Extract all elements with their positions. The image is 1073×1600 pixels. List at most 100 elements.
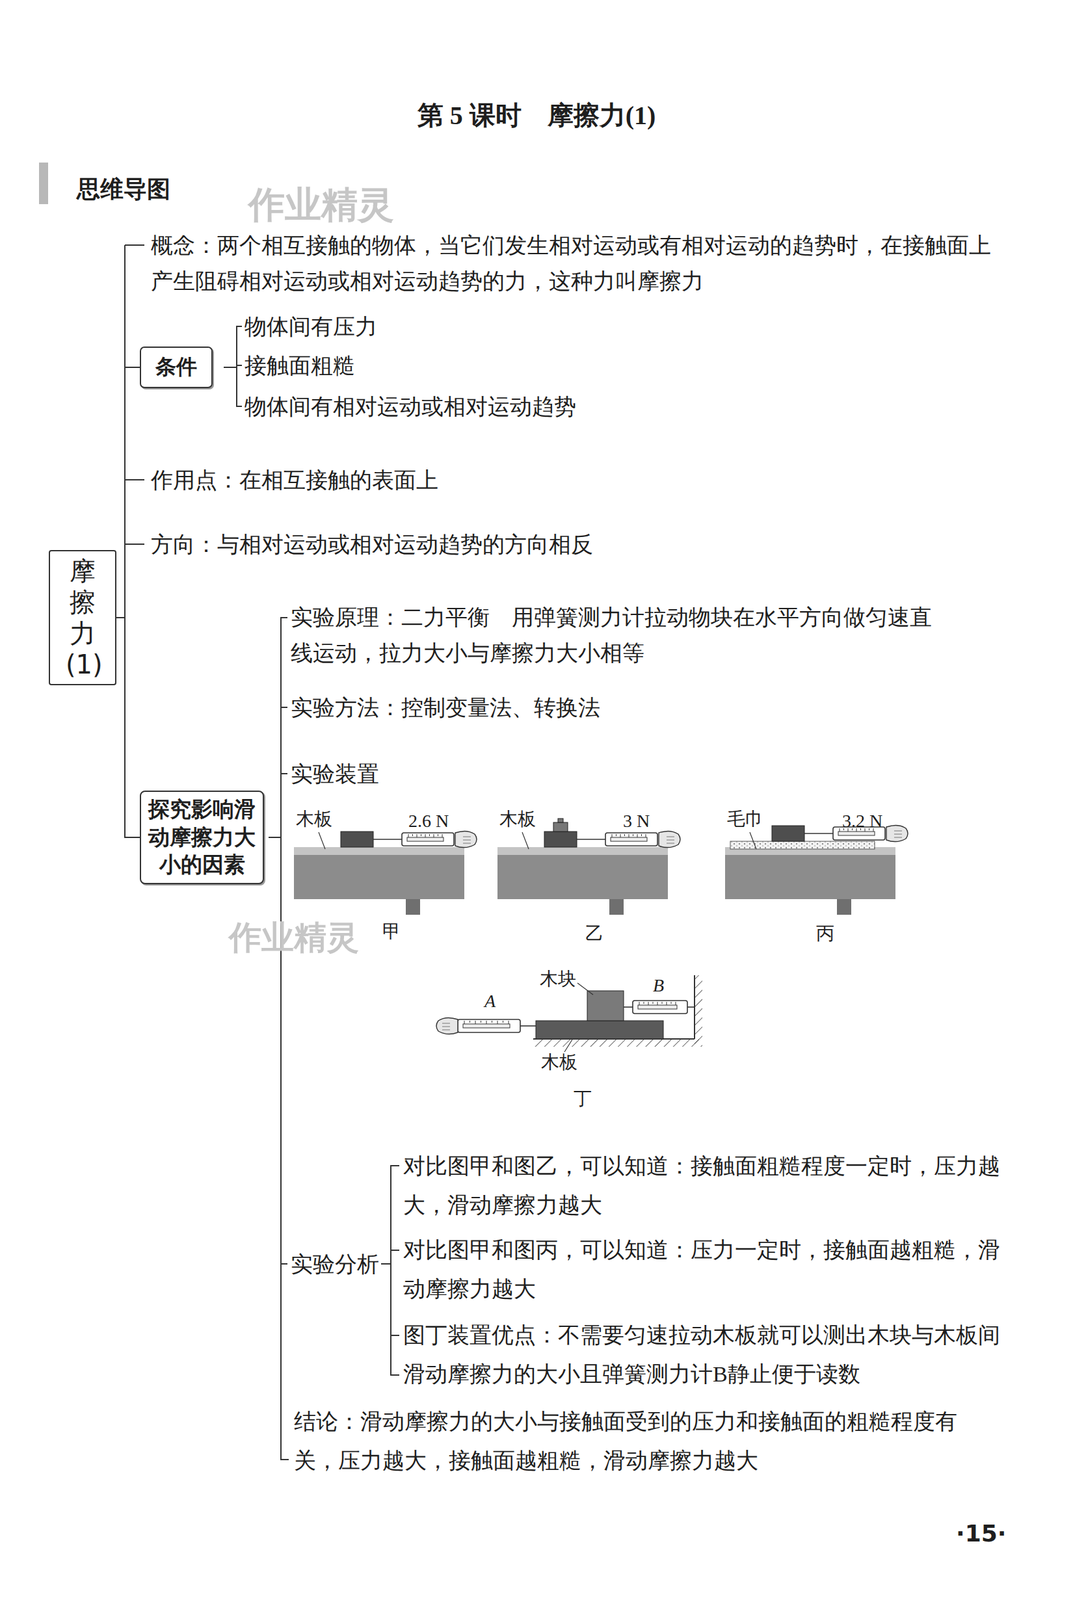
table-setup (749, 832, 757, 850)
table-setup (666, 843, 675, 845)
table-setup (553, 822, 568, 832)
bracket-lines (124, 244, 145, 246)
page-number: ·15· (955, 1515, 1007, 1553)
table-setup (318, 832, 326, 850)
table-setup (730, 841, 875, 850)
condition-item: 物体间有压力 (244, 308, 378, 345)
watermark: 作业精灵 (248, 175, 395, 235)
setup-ding (442, 1023, 451, 1025)
table-setup (658, 831, 681, 848)
table-setup (429, 834, 430, 837)
root-topic-box: 摩擦力(1) (48, 550, 117, 686)
table-setup (645, 834, 647, 838)
page-title: 第 5 课时 摩擦力(1) (0, 97, 1073, 134)
force-reading: 2.6 N (408, 809, 449, 834)
setup-ding (666, 1002, 668, 1006)
table-setup (641, 834, 642, 837)
table-setup (420, 834, 422, 837)
table-setup (557, 818, 564, 823)
point-text: 作用点：在相互接触的表面上 (150, 462, 439, 499)
figure-label: 甲 (382, 920, 401, 944)
table-setup (401, 833, 454, 847)
setup-ding (639, 1002, 640, 1006)
bracket-lines (280, 1263, 288, 1265)
table-setup (407, 837, 444, 842)
table-setup (637, 834, 638, 838)
table-setup (666, 840, 675, 841)
bracket-lines (236, 326, 242, 407)
table-setup (771, 825, 805, 842)
condition-item: 物体间有相对运动或相对运动趋势 (244, 388, 577, 425)
section-bar (39, 162, 49, 205)
setup-ding (502, 1020, 504, 1023)
setup-ding (632, 1000, 688, 1014)
table-setup (293, 847, 465, 900)
branch-box: 条件 (139, 346, 213, 389)
table-setup (442, 834, 443, 838)
bracket-lines (236, 364, 242, 367)
branch-box: 探究影响滑动摩擦力大小的因素 (139, 790, 265, 886)
part-label: 毛巾 (727, 807, 764, 832)
table-setup (455, 831, 477, 848)
watermark: 作业精灵 (228, 911, 359, 964)
bracket-lines (223, 366, 237, 369)
conclusion-text: 结论：滑动摩擦力的大小与接触面受到的压力和接触面的粗糙程度有关，压力越大，接触面… (293, 1402, 984, 1481)
setup-ding (520, 1025, 536, 1027)
setup-ding (652, 1002, 654, 1005)
table-setup (836, 899, 852, 915)
part-label: 木板 (295, 807, 333, 832)
bracket-lines (381, 1263, 391, 1265)
table-setup (838, 831, 875, 836)
setup-ding (648, 1002, 650, 1006)
setup-ding (463, 1024, 510, 1029)
setup-ding (533, 1039, 700, 1047)
setup-ding (464, 1020, 465, 1025)
principle-text: 实验原理：二力平衡 用弹簧测力计拉动物块在水平方向做匀速直线运动，拉力大小与摩擦… (290, 599, 941, 672)
figure-label: 丙 (816, 922, 835, 946)
scale-label: B (652, 974, 664, 998)
table-setup (615, 834, 617, 837)
section-bar (39, 162, 49, 205)
table-setup (894, 837, 902, 839)
bracket-lines (280, 773, 288, 775)
table-setup (497, 847, 668, 900)
node-text: 探究影响滑动摩擦力大小的因素 (148, 795, 256, 880)
setup-ding (657, 1002, 659, 1006)
setup-ding (694, 975, 703, 1047)
part-label: 木板 (499, 807, 536, 832)
force-reading: 3 N (622, 809, 650, 834)
table-setup (894, 831, 902, 832)
table-setup (666, 836, 675, 838)
table-setup (624, 834, 625, 837)
table-setup (408, 834, 410, 838)
table-setup (839, 828, 841, 832)
table-setup (373, 838, 402, 841)
analysis-heading: 实验分析 (290, 1246, 380, 1283)
setup-ding (643, 1002, 645, 1005)
condition-item: 接触面粗糙 (244, 347, 356, 384)
bracket-lines (268, 836, 281, 839)
table-setup (463, 843, 471, 845)
table-setup (433, 834, 435, 838)
table-setup (340, 831, 374, 848)
scale-label: A (484, 989, 496, 1014)
apparatus-figures (293, 818, 908, 1053)
table-setup (497, 847, 668, 856)
table-setup (605, 833, 658, 847)
setup-ding (491, 1020, 493, 1023)
table-setup (497, 818, 681, 915)
setup-ding (587, 991, 624, 1021)
bracket-lines (390, 1335, 400, 1337)
table-setup (412, 834, 413, 837)
table-setup (611, 834, 613, 838)
analysis-item: 图丁装置优点：不需要匀速拉动木板就可以测出木块与木板间滑动摩擦力的大小且弹簧测力… (403, 1316, 1005, 1395)
table-setup (610, 837, 648, 842)
setup-ding (637, 1005, 677, 1010)
table-setup (725, 847, 896, 900)
setup-ding (662, 1002, 663, 1005)
setup-ding (508, 1020, 510, 1025)
setup-ding (442, 1030, 451, 1031)
table-setup (522, 832, 529, 850)
setup-ding (671, 1002, 672, 1005)
bracket-lines (390, 1165, 400, 1376)
